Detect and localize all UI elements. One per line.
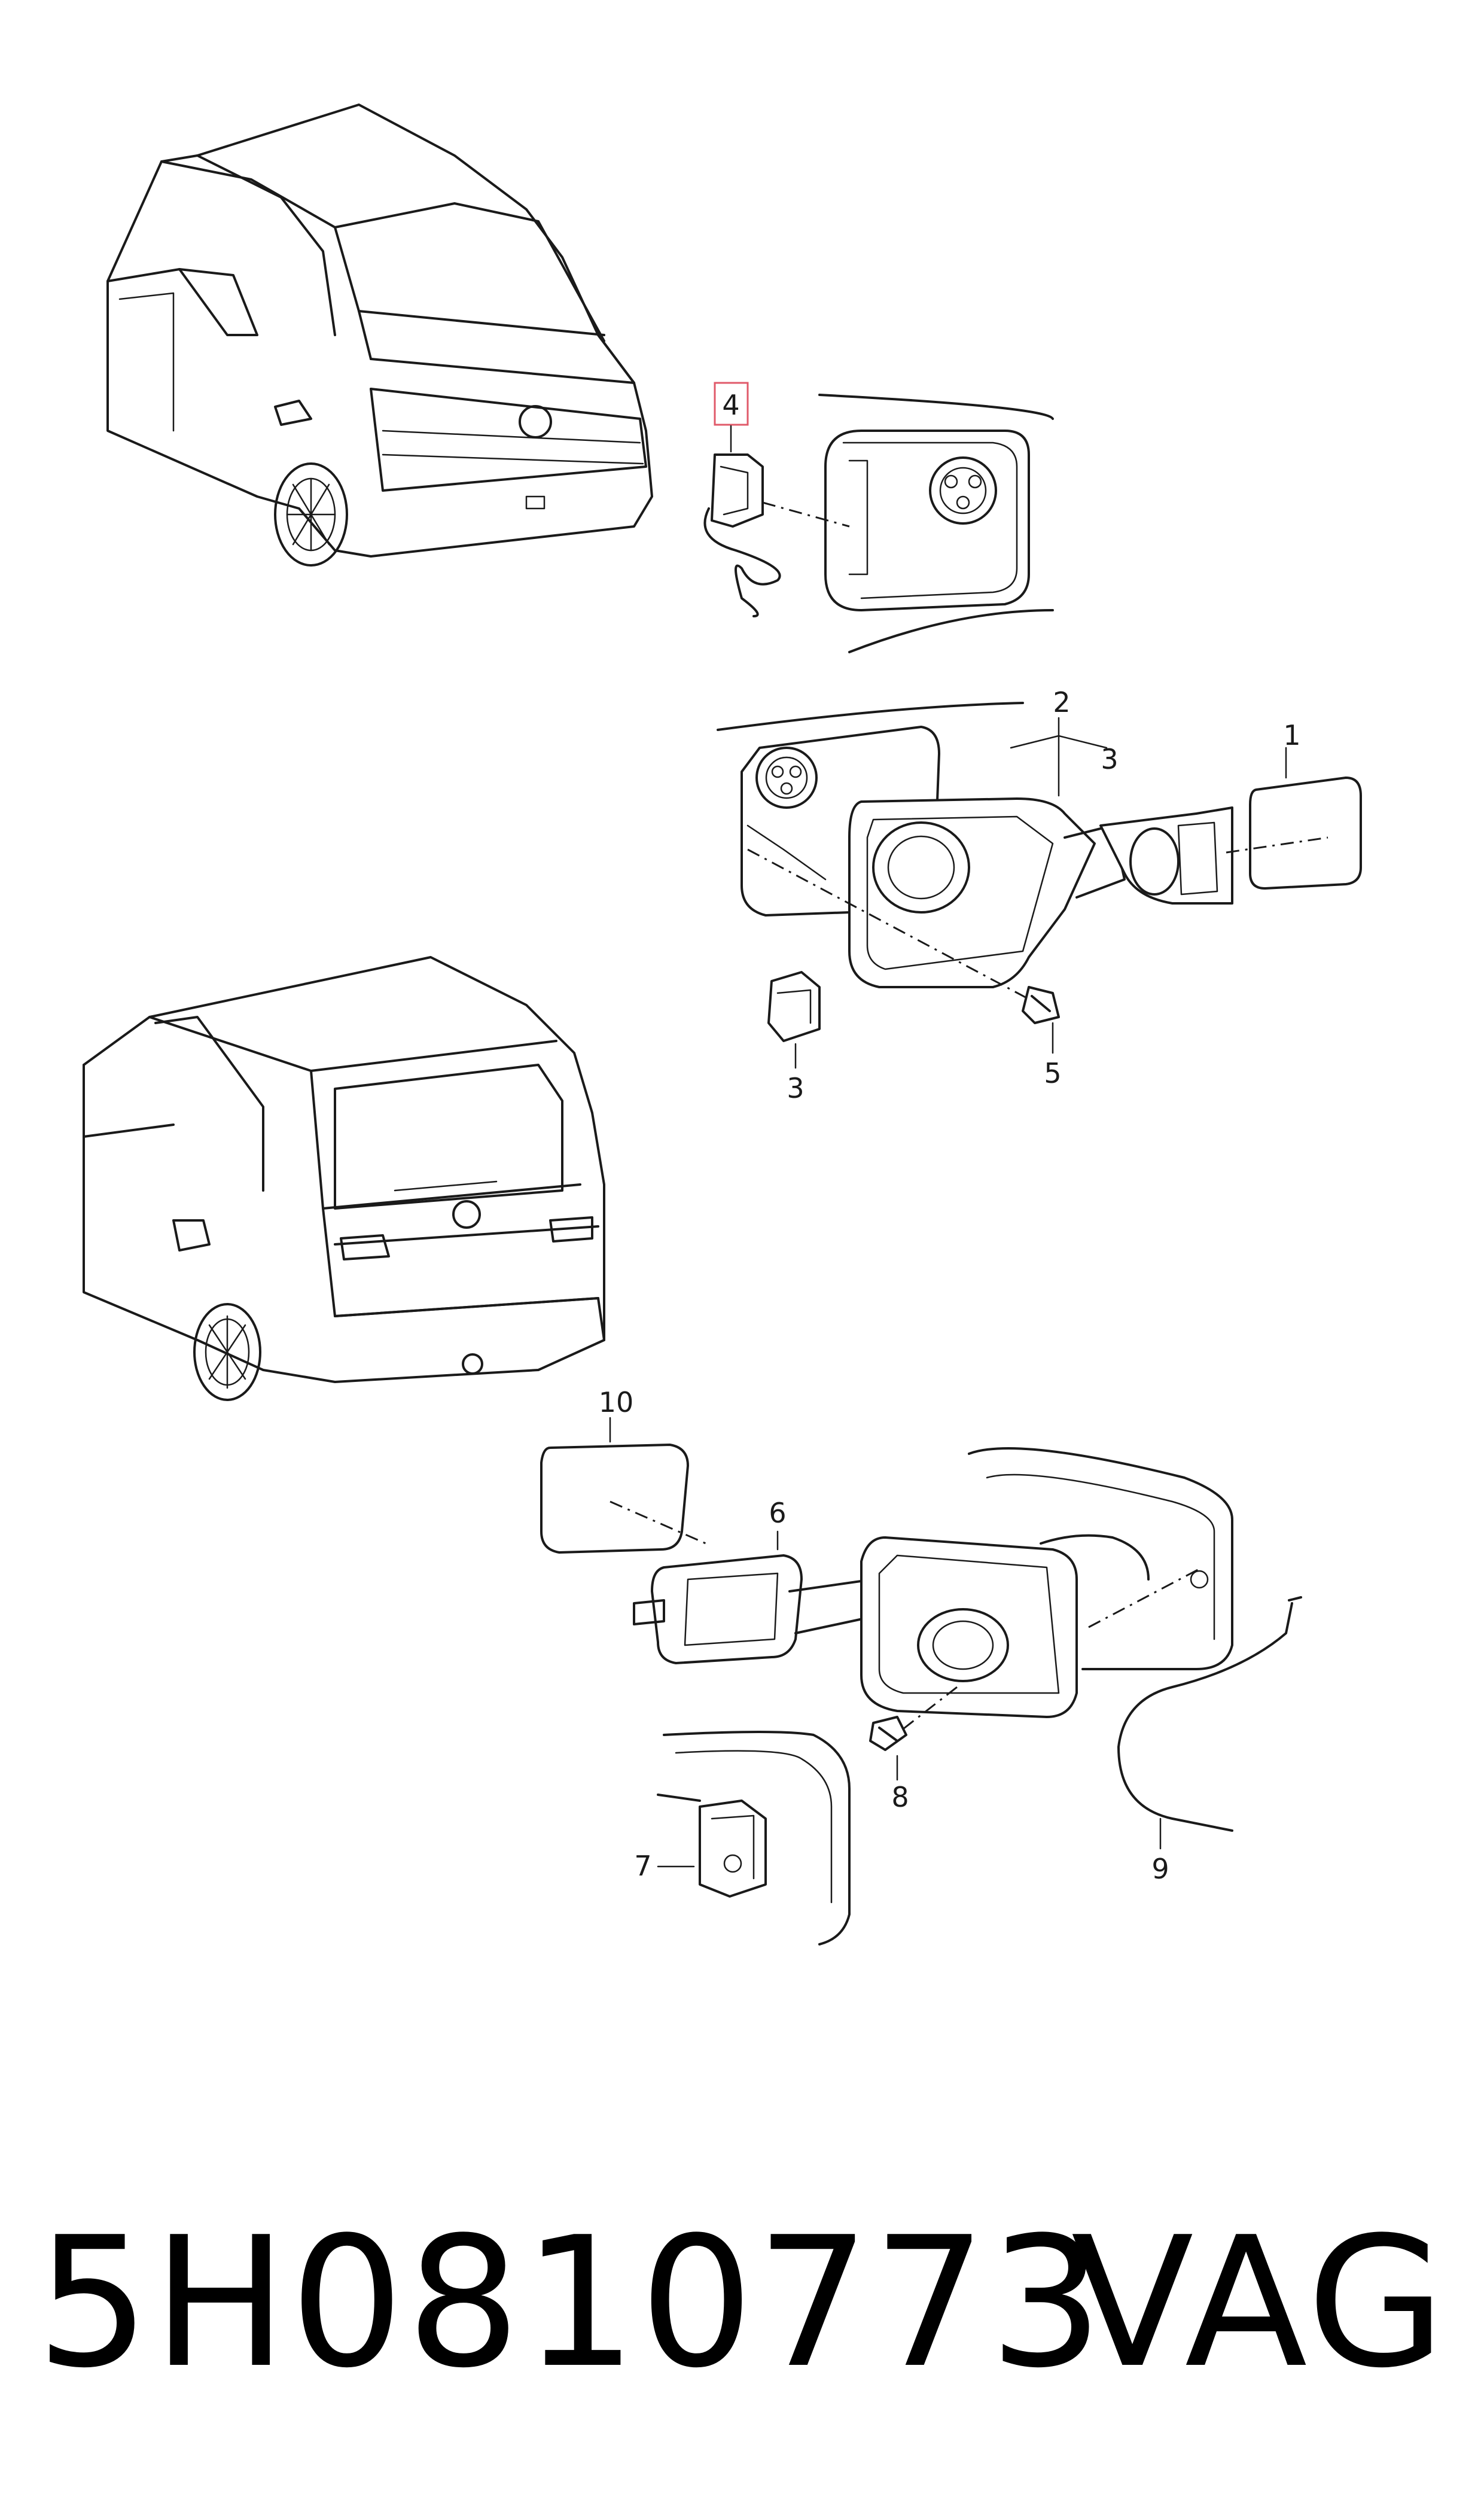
part-3-actuator[interactable] [767, 971, 821, 1042]
callout-5[interactable]: 5 [1044, 1057, 1061, 1089]
callout-6[interactable]: 6 [769, 1497, 786, 1529]
part-2-flap-housing[interactable] [848, 797, 1096, 988]
brand-label: VAG [1071, 2199, 1448, 2407]
part-4-group: 4 [703, 382, 850, 617]
callout-8[interactable]: 8 [891, 1781, 909, 1813]
callout-7[interactable]: 7 [634, 1850, 651, 1882]
part-1-flap-cover[interactable] [1249, 777, 1362, 890]
van-front-illustration [106, 103, 653, 567]
charge-port-housing-top [818, 394, 1054, 653]
part-number-label: 5H0810773 [36, 2199, 1106, 2407]
callout-1[interactable]: 1 [1283, 719, 1300, 751]
part-4-connector[interactable] [711, 453, 764, 528]
callout-3-bottom[interactable]: 3 [787, 1072, 804, 1104]
fuel-flap-assembly: 10 6 9 8 7 [540, 1386, 1302, 1945]
part-4-cable[interactable] [703, 507, 781, 617]
charge-flap-assembly: 2 3 1 3 5 [717, 686, 1362, 1104]
part-6-hinge-arm[interactable] [651, 1554, 803, 1664]
parts-diagram: 4 [83, 103, 1362, 1945]
callout-3-top[interactable]: 3 [1101, 743, 1118, 775]
part-9-drain-hose[interactable] [1117, 1602, 1293, 1832]
part-7-actuator[interactable] [699, 1800, 767, 1898]
callout-4[interactable]: 4 [722, 389, 739, 421]
part-4-highlight-box [714, 382, 749, 426]
callout-9[interactable]: 9 [1151, 1853, 1169, 1885]
part-10-flap-cover[interactable] [540, 1444, 689, 1554]
van-rear-illustration [83, 956, 605, 1401]
part-fuel-housing[interactable] [860, 1536, 1078, 1718]
callout-10[interactable]: 10 [599, 1386, 634, 1418]
callout-2[interactable]: 2 [1053, 686, 1070, 718]
